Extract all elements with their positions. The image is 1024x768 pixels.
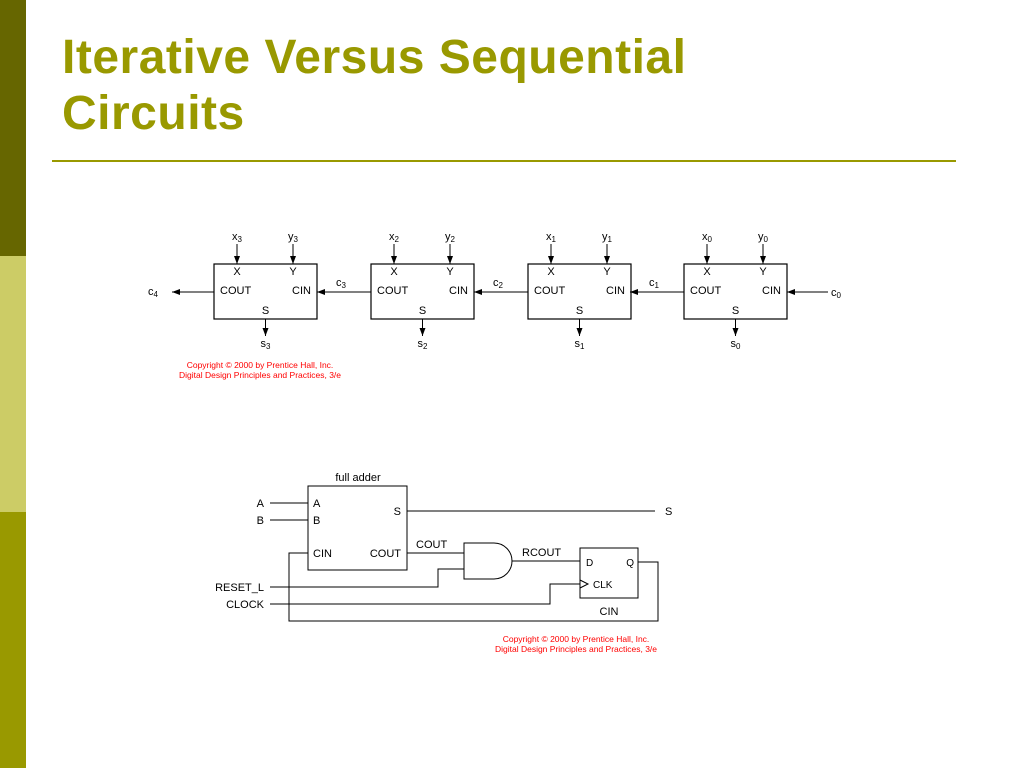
port-label-cin: CIN <box>606 285 625 297</box>
input-label-clock: CLOCK <box>226 599 265 611</box>
port-label-y: Y <box>446 266 454 278</box>
serial-adder <box>270 485 659 622</box>
flip-flop-port-q: Q <box>626 558 634 569</box>
port-label-s: S <box>262 305 269 317</box>
port-label-cin: CIN <box>292 285 311 297</box>
carry-label-c2: c2 <box>493 277 504 290</box>
carry-label-c1: c1 <box>649 277 660 290</box>
signal-label-x: x0 <box>702 231 713 244</box>
port-label-x: X <box>233 266 241 278</box>
port-label-y: Y <box>289 266 297 278</box>
flip-flop-port-clk: CLK <box>593 580 613 591</box>
signal-label-y: y3 <box>288 231 299 244</box>
carry-label-c3: c3 <box>336 277 347 290</box>
signal-label-y: y0 <box>758 231 769 244</box>
signal-label-s: s2 <box>418 338 429 351</box>
copyright-line-1: Copyright © 2000 by Prentice Hall, Inc. <box>502 634 650 644</box>
adder-cell: x2 y2 s2 X Y COUT CIN S <box>370 231 475 351</box>
sidebar-accent-bottom <box>0 512 26 768</box>
carry-label-c0: c0 <box>831 287 842 300</box>
adder-cell: x1 y1 s1 X Y COUT CIN S <box>527 231 632 351</box>
port-label-s: S <box>419 305 426 317</box>
signal-label-s: s3 <box>261 338 272 351</box>
adder-cell: x0 y0 s0 X Y COUT CIN S <box>683 231 788 351</box>
copyright-line-2: Digital Design Principles and Practices,… <box>178 370 342 380</box>
port-label-cin: CIN <box>449 285 468 297</box>
input-label-reset: RESET_L <box>215 582 264 594</box>
wire-reset <box>270 568 464 588</box>
full-adder-port-b: B <box>313 515 320 527</box>
port-label-s: S <box>576 305 583 317</box>
slide-title-line-1: Iterative Versus Sequential <box>62 31 687 84</box>
and-gate <box>463 542 513 580</box>
slide-title-line-2: Circuits <box>62 87 245 140</box>
signal-label-y: y2 <box>445 231 456 244</box>
full-adder-port-a: A <box>313 498 321 510</box>
slide-title: Iterative Versus Sequential Circuits <box>62 30 962 142</box>
port-label-cout: COUT <box>690 285 721 297</box>
signal-label-x: x3 <box>232 231 243 244</box>
wire-label-rcout: RCOUT <box>522 547 561 559</box>
port-label-cin: CIN <box>762 285 781 297</box>
title-divider <box>52 160 956 162</box>
signal-label-y: y1 <box>602 231 613 244</box>
full-adder-port-s: S <box>394 506 401 518</box>
full-adder-title: full adder <box>335 472 381 484</box>
signal-label-x: x1 <box>546 231 557 244</box>
port-label-y: Y <box>603 266 611 278</box>
port-label-x: X <box>547 266 555 278</box>
carry-label-c4: c4 <box>148 286 159 299</box>
input-label-b: B <box>257 515 264 527</box>
port-label-s: S <box>732 305 739 317</box>
flip-flop-label: CIN <box>600 606 619 618</box>
copyright-note-serial: Copyright © 2000 by Prentice Hall, Inc. … <box>456 634 696 654</box>
signal-label-s: s1 <box>575 338 586 351</box>
full-adder-port-cin: CIN <box>313 548 332 560</box>
input-label-a: A <box>257 498 265 510</box>
ripple-carry-adder: x3 y3 s3 X Y COUT CIN Sx2 y2 s2 X Y COUT CIN Sx1 y1 s1 X Y… <box>148 231 842 351</box>
output-label-s: S <box>665 506 672 518</box>
port-label-x: X <box>390 266 398 278</box>
port-label-cout: COUT <box>377 285 408 297</box>
wire-label-cout: COUT <box>416 539 447 551</box>
flip-flop-port-d: D <box>586 558 593 569</box>
wire-carry-feedback <box>288 552 659 622</box>
port-label-x: X <box>703 266 711 278</box>
copyright-note-ripple: Copyright © 2000 by Prentice Hall, Inc. … <box>140 360 380 380</box>
flip-flop-block <box>579 547 639 599</box>
copyright-line-1: Copyright © 2000 by Prentice Hall, Inc. <box>186 360 334 370</box>
signal-label-s: s0 <box>731 338 742 351</box>
copyright-line-2: Digital Design Principles and Practices,… <box>494 644 658 654</box>
wire-clock <box>270 583 580 605</box>
signal-label-x: x2 <box>389 231 400 244</box>
port-label-y: Y <box>759 266 767 278</box>
sidebar-accent-middle <box>0 256 26 512</box>
full-adder-block <box>307 485 408 571</box>
port-label-cout: COUT <box>534 285 565 297</box>
clock-edge-triangle <box>579 579 590 589</box>
adder-cell: x3 y3 s3 X Y COUT CIN S <box>213 231 318 351</box>
port-label-cout: COUT <box>220 285 251 297</box>
full-adder-port-cout: COUT <box>370 548 401 560</box>
sidebar-accent-top <box>0 0 26 256</box>
